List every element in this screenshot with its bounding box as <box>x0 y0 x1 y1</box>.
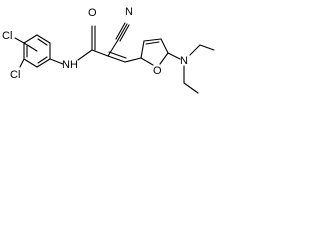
bond <box>23 34 38 44</box>
bond <box>199 44 215 51</box>
bond <box>159 52 169 65</box>
bond <box>183 82 199 94</box>
bond <box>36 58 51 68</box>
dichlorophenyl-ring <box>14 34 64 68</box>
bond <box>77 49 93 61</box>
bond <box>91 49 109 57</box>
chemical-structure: Cl Cl NH O N O N <box>2 6 215 94</box>
bond <box>37 38 48 46</box>
bond <box>23 42 38 52</box>
amine-nitrogen-label: N <box>180 55 188 67</box>
amide-group <box>77 25 109 61</box>
bond <box>119 24 130 42</box>
furan-ring <box>140 38 169 66</box>
bond <box>140 40 145 59</box>
bond <box>108 51 127 59</box>
cyanovinyl-group <box>107 22 142 63</box>
bond <box>49 58 64 65</box>
bond <box>37 56 48 64</box>
bond <box>167 52 181 60</box>
nitrile-nitrogen-label: N <box>125 6 133 18</box>
bond <box>160 38 169 54</box>
bond <box>143 38 162 42</box>
diethylamino-group <box>167 44 215 94</box>
bond <box>189 44 201 56</box>
bond <box>107 55 126 63</box>
chlorine-label: Cl <box>2 30 12 42</box>
bond <box>117 23 128 41</box>
furan-oxygen-label: O <box>153 65 162 77</box>
chlorine-label: Cl <box>10 69 20 81</box>
bond <box>23 58 38 68</box>
bond <box>115 22 126 40</box>
bond <box>19 58 25 68</box>
carbonyl-oxygen-label: O <box>88 7 97 19</box>
amide-nh-label: NH <box>62 59 78 71</box>
bond <box>14 37 25 44</box>
bond <box>145 41 160 45</box>
bond <box>124 57 142 63</box>
bond <box>107 39 119 57</box>
bond <box>140 57 154 66</box>
bond <box>36 34 51 44</box>
